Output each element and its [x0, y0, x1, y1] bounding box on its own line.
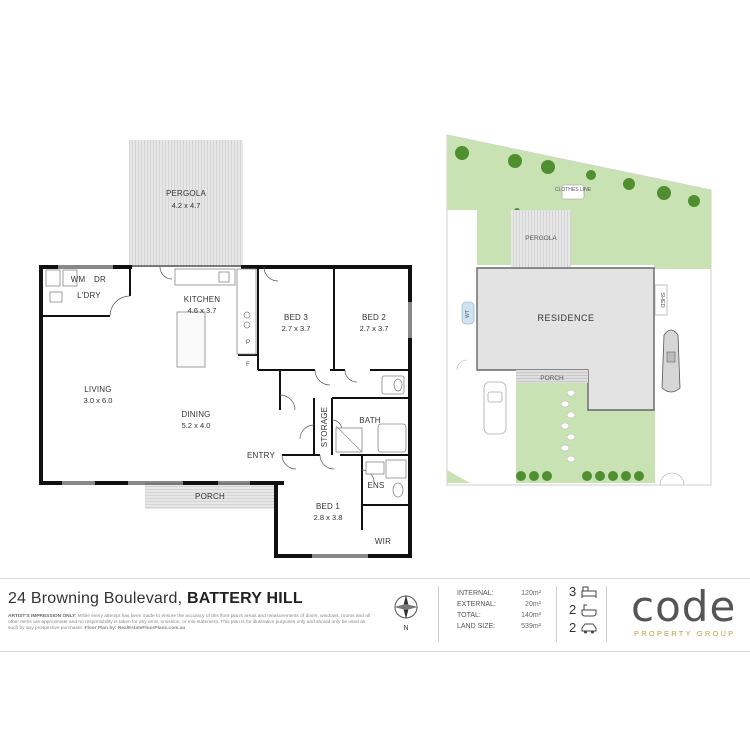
- residence-footprint: [476, 267, 655, 411]
- room-label: DINING: [181, 410, 210, 419]
- area-label: EXTERNAL:: [457, 601, 496, 608]
- room-label: ENTRY: [247, 451, 275, 460]
- clothes-line-label: CLOTHES LINE: [555, 187, 592, 193]
- room-label: KITCHEN: [184, 295, 221, 304]
- bedroom-count: 3: [569, 584, 597, 599]
- bathroom-count-value: 2: [569, 602, 577, 617]
- brand-logo: code: [631, 582, 737, 631]
- exterior-walls: [39, 265, 412, 558]
- room-dimensions: 4.2 x 4.7: [172, 201, 201, 210]
- boat-icon: [661, 329, 681, 393]
- water-tank-label: WT: [465, 310, 471, 318]
- trees: [455, 146, 700, 481]
- car-space-count-value: 2: [569, 620, 577, 635]
- room-dimensions: 3.0 x 6.0: [84, 396, 113, 405]
- area-summary: INTERNAL: 120m² EXTERNAL: 20m² TOTAL: 140m²…: [457, 588, 541, 632]
- room-label: WM: [71, 275, 86, 284]
- front-lawn: [516, 383, 655, 483]
- room-label: BATH: [359, 416, 381, 425]
- credit-label: Floor Plan by:: [84, 626, 117, 632]
- room-label: L'DRY: [77, 291, 101, 300]
- room-label: ENS: [367, 481, 384, 490]
- bathroom-count: 2: [569, 602, 597, 617]
- divider: [438, 586, 439, 642]
- area-row: EXTERNAL: 20m²: [457, 599, 541, 610]
- room-label: BED 2: [362, 313, 386, 322]
- area-value: 539m²: [521, 623, 541, 630]
- car-icon: [581, 623, 597, 633]
- disclaimer-text: While every attempt has been made to ens…: [8, 614, 370, 632]
- suburb-name: BATTERY HILL: [186, 590, 303, 607]
- area-row: TOTAL: 140m²: [457, 610, 541, 621]
- car-icon: [483, 381, 507, 435]
- pergola-deck: [129, 140, 243, 267]
- residence-label: RESIDENCE: [537, 313, 594, 323]
- room-label: STORAGE: [320, 407, 329, 447]
- area-value: 140m²: [521, 612, 541, 619]
- room-label: BED 3: [284, 313, 308, 322]
- area-row: INTERNAL: 120m²: [457, 588, 541, 599]
- area-label: TOTAL:: [457, 612, 481, 619]
- area-row: LAND SIZE: 539m²: [457, 621, 541, 632]
- site-plan: CLOTHES LINE PERGOLA RESIDENCE PORCH WT …: [446, 134, 712, 486]
- divider: [556, 586, 557, 642]
- bedroom-count-value: 3: [569, 584, 577, 599]
- divider: [606, 586, 607, 642]
- room-label: DR: [94, 275, 106, 284]
- site-pergola-label: PERGOLA: [525, 235, 557, 242]
- room-label: PORCH: [195, 492, 225, 501]
- compass-icon: N: [393, 593, 419, 638]
- bathroom-fixtures: [335, 375, 407, 498]
- area-value: 120m²: [521, 590, 541, 597]
- pantry-label: P: [246, 339, 250, 346]
- front-porch-deck: [145, 483, 276, 509]
- area-value: 20m²: [525, 601, 541, 608]
- disclaimer: ARTIST'S IMPRESSION ONLY: While every at…: [8, 614, 373, 633]
- site-porch: [516, 370, 588, 383]
- room-dimensions: 5.2 x 4.0: [182, 421, 211, 430]
- disclaimer-label: ARTIST'S IMPRESSION ONLY:: [8, 614, 77, 619]
- site-porch-label: PORCH: [540, 375, 564, 382]
- compass-north-label: N: [403, 625, 408, 632]
- bed-icon: [581, 586, 597, 598]
- shed-label: SHED: [659, 292, 665, 307]
- rear-lawn: [447, 135, 711, 269]
- room-dimensions: 4.6 x 3.7: [188, 306, 217, 315]
- footer-bar: [0, 578, 750, 652]
- street-address: 24 Browning Boulevard,: [8, 590, 183, 607]
- area-label: LAND SIZE:: [457, 623, 496, 630]
- bath-icon: [581, 604, 597, 616]
- interior-walls: [41, 267, 410, 530]
- room-dimensions: 2.7 x 3.7: [360, 324, 389, 333]
- stepping-stones: [560, 389, 576, 463]
- site-pergola: [511, 210, 571, 267]
- room-label: PERGOLA: [166, 189, 207, 198]
- room-label: LIVING: [84, 385, 111, 394]
- property-address: 24 Browning Boulevard, BATTERY HILL: [8, 590, 303, 608]
- room-dimensions: 2.8 x 3.8: [314, 513, 343, 522]
- brand-tagline: PROPERTY GROUP: [634, 629, 736, 638]
- kitchen-counters: [174, 268, 257, 368]
- room-label: WIR: [375, 537, 391, 546]
- room-dimensions: 2.7 x 3.7: [282, 324, 311, 333]
- credit-site: RealEstateFloorPlans.com.au: [117, 626, 186, 632]
- fridge-label: F: [246, 361, 250, 368]
- area-label: INTERNAL:: [457, 590, 494, 597]
- floor-plan: PERGOLA 4.2 x 4.7 WM DR L'DRY KITCHEN 4.…: [39, 140, 412, 558]
- car-space-count: 2: [569, 620, 597, 635]
- room-label: BED 1: [316, 502, 340, 511]
